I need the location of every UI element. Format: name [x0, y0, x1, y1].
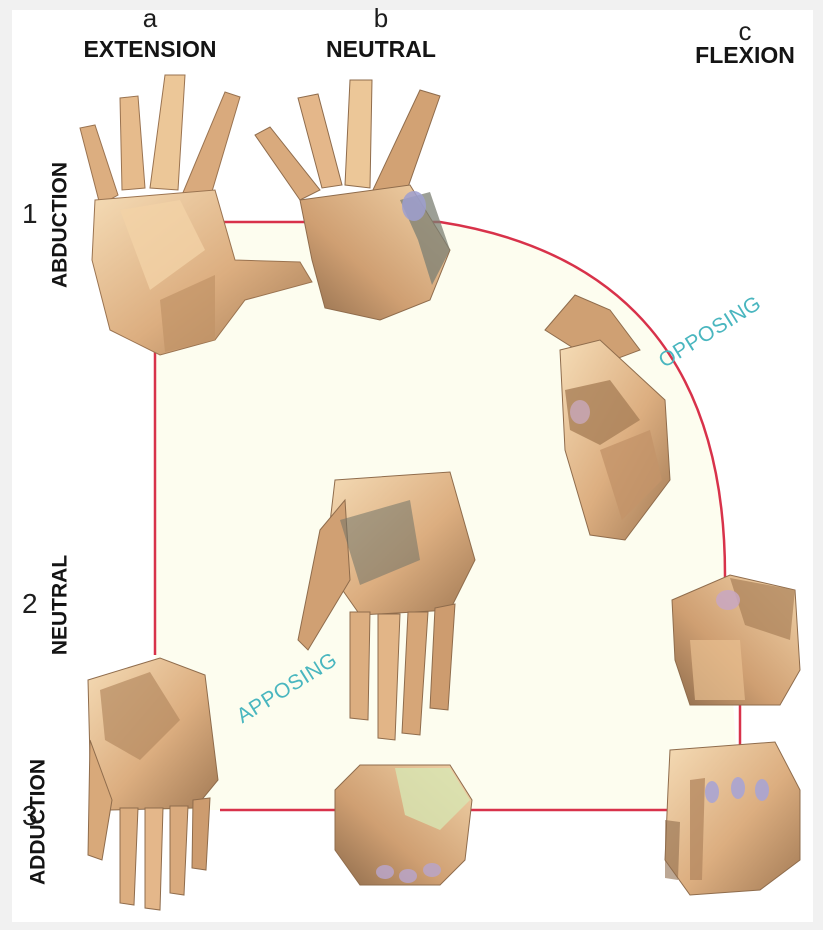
row-number-2: 2	[22, 590, 38, 618]
column-label-neutral: NEUTRAL	[326, 38, 436, 61]
row-label-abduction: ABDUCTION	[50, 162, 71, 288]
hand-adduction-neutral	[335, 765, 472, 885]
column-label-extension: EXTENSION	[84, 38, 217, 61]
column-label-flexion: FLEXION	[695, 44, 795, 67]
row-label-adduction: ADDUCTION	[28, 759, 49, 885]
column-letter-c: c	[739, 18, 752, 44]
hand-adduction-flexion	[665, 742, 800, 895]
column-letter-a: a	[143, 5, 157, 31]
hand-neutral-flexion	[672, 575, 800, 705]
column-letter-b: b	[374, 5, 388, 31]
row-label-neutral: NEUTRAL	[50, 555, 71, 655]
hand-adduction-extension	[88, 658, 218, 910]
row-number-1: 1	[22, 200, 38, 228]
